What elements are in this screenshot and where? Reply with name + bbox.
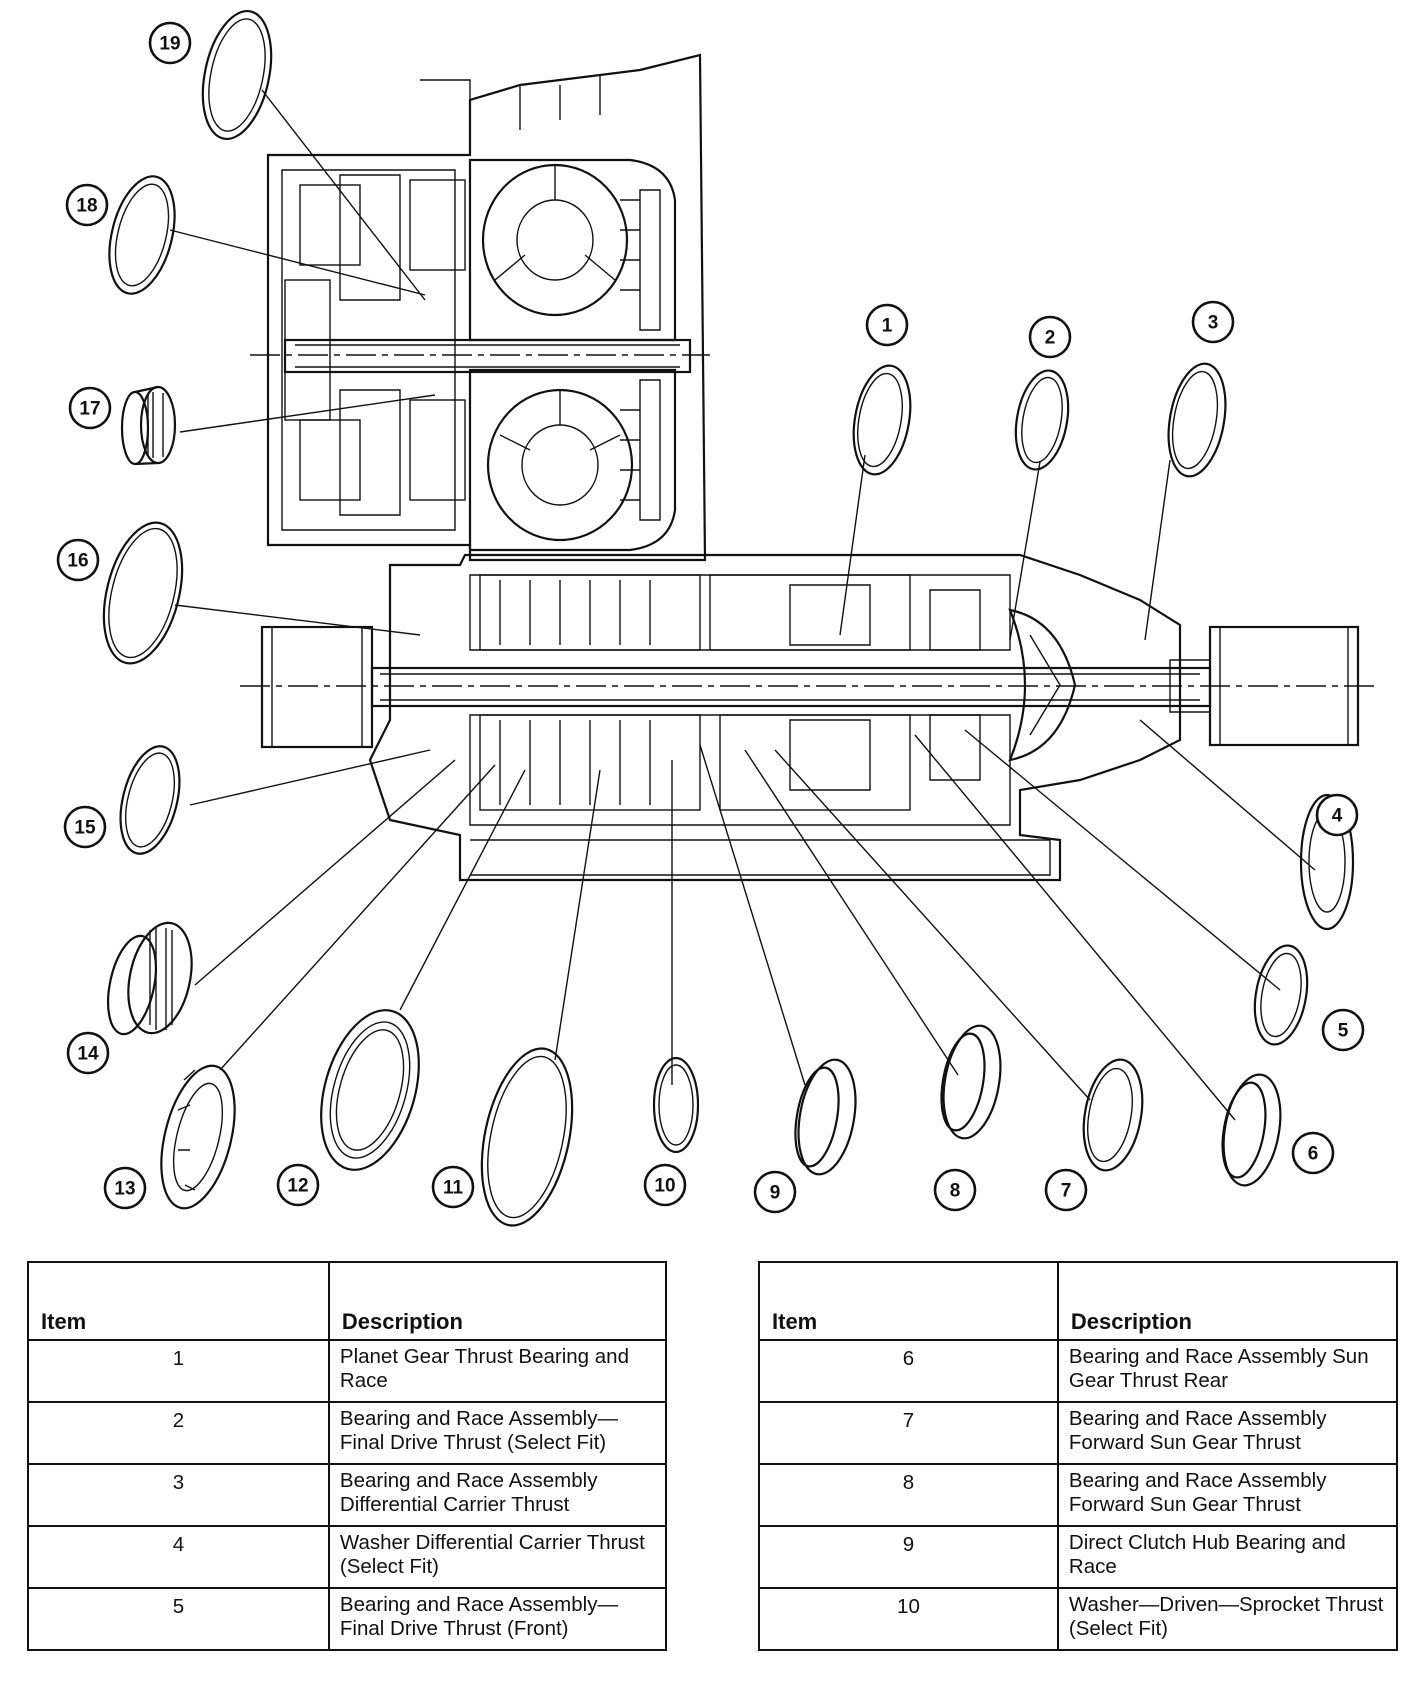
item-number: 9 <box>758 1525 1059 1589</box>
svg-text:5: 5 <box>1338 1021 1349 1042</box>
item-number: 6 <box>758 1339 1059 1403</box>
svg-text:7: 7 <box>1061 1181 1072 1202</box>
table-row: 10 Washer—Driven—Sprocket Thrust (Select… <box>758 1587 1399 1651</box>
svg-text:16: 16 <box>67 551 88 572</box>
input-shaft <box>250 338 710 374</box>
table-row: 6 Bearing and Race Assembly Sun Gear Thr… <box>758 1339 1399 1403</box>
svg-text:11: 11 <box>443 1178 464 1199</box>
table-row: 1 Planet Gear Thrust Bearing and Race <box>27 1339 668 1403</box>
item-number: 5 <box>27 1587 330 1651</box>
svg-text:1: 1 <box>882 316 893 337</box>
item-number: 2 <box>27 1401 330 1465</box>
header-item: Item <box>758 1261 1059 1341</box>
header-description: Description <box>327 1261 668 1341</box>
table-header-row: Item Description <box>758 1261 1399 1341</box>
item-number: 7 <box>758 1401 1059 1465</box>
lower-housing <box>368 553 1182 882</box>
output-shafts <box>240 625 1375 749</box>
torque-converter <box>468 158 677 552</box>
svg-text:18: 18 <box>76 196 97 217</box>
svg-text:19: 19 <box>159 34 180 55</box>
svg-text:3: 3 <box>1208 313 1219 334</box>
svg-text:9: 9 <box>770 1183 781 1204</box>
item-description: Bearing and Race Assembly Differential C… <box>327 1463 668 1527</box>
item-description: Direct Clutch Hub Bearing and Race <box>1056 1525 1399 1589</box>
svg-text:15: 15 <box>74 818 96 839</box>
table-row: 2 Bearing and Race Assembly—Final Drive … <box>27 1401 668 1465</box>
item-description: Washer—Driven—Sprocket Thrust (Select Fi… <box>1056 1587 1399 1651</box>
transaxle-cross-section-diagram: 1 2 3 4 5 6 7 8 9 10 11 12 13 14 15 16 1… <box>56 9 1375 1227</box>
callout-4: 4 <box>1315 793 1359 837</box>
header-item: Item <box>27 1261 330 1341</box>
exploded-parts <box>102 9 1355 1227</box>
callout-10: 10 <box>643 1163 687 1207</box>
svg-text:13: 13 <box>114 1179 135 1200</box>
header-description: Description <box>1056 1261 1399 1341</box>
callout-6: 6 <box>1291 1131 1335 1175</box>
table-row: 8 Bearing and Race Assembly Forward Sun … <box>758 1463 1399 1527</box>
callout-16: 16 <box>56 538 100 582</box>
svg-text:14: 14 <box>77 1044 99 1065</box>
parts-table-left: Item Description 1 Planet Gear Thrust Be… <box>27 1261 668 1651</box>
svg-text:10: 10 <box>654 1176 675 1197</box>
svg-text:12: 12 <box>287 1176 308 1197</box>
leader-lines <box>169 89 1316 1121</box>
callout-1: 1 <box>865 303 909 347</box>
item-description: Bearing and Race Assembly—Final Drive Th… <box>327 1401 668 1465</box>
callout-7: 7 <box>1044 1168 1088 1212</box>
callout-19: 19 <box>148 21 192 65</box>
callout-11: 11 <box>431 1165 475 1209</box>
item-description: Bearing and Race Assembly—Final Drive Th… <box>327 1587 668 1651</box>
callout-2: 2 <box>1028 315 1072 359</box>
svg-text:17: 17 <box>79 399 100 420</box>
svg-text:2: 2 <box>1045 328 1056 349</box>
item-number: 1 <box>27 1339 330 1403</box>
table-row: 3 Bearing and Race Assembly Differential… <box>27 1463 668 1527</box>
item-number: 8 <box>758 1463 1059 1527</box>
callout-5: 5 <box>1321 1008 1365 1052</box>
item-description: Planet Gear Thrust Bearing and Race <box>327 1339 668 1403</box>
callout-13: 13 <box>103 1166 147 1210</box>
item-number: 3 <box>27 1463 330 1527</box>
item-description: Bearing and Race Assembly Forward Sun Ge… <box>1056 1401 1399 1465</box>
table-row: 7 Bearing and Race Assembly Forward Sun … <box>758 1401 1399 1465</box>
callout-8: 8 <box>933 1168 977 1212</box>
callout-14: 14 <box>66 1031 110 1075</box>
callout-18: 18 <box>65 183 109 227</box>
table-header-row: Item Description <box>27 1261 668 1341</box>
item-description: Washer Differential Carrier Thrust (Sele… <box>327 1525 668 1589</box>
svg-text:4: 4 <box>1332 806 1343 827</box>
callout-12: 12 <box>276 1163 320 1207</box>
item-number: 10 <box>758 1587 1059 1651</box>
svg-text:8: 8 <box>950 1181 961 1202</box>
upper-housing <box>266 53 707 562</box>
table-row: 9 Direct Clutch Hub Bearing and Race <box>758 1525 1399 1589</box>
parts-table-right: Item Description 6 Bearing and Race Asse… <box>758 1261 1399 1651</box>
item-number: 4 <box>27 1525 330 1589</box>
callout-15: 15 <box>63 805 107 849</box>
callout-17: 17 <box>68 386 112 430</box>
item-description: Bearing and Race Assembly Sun Gear Thrus… <box>1056 1339 1399 1403</box>
callouts: 1 2 3 4 5 6 7 8 9 10 11 12 13 14 15 16 1… <box>56 21 1365 1214</box>
callout-3: 3 <box>1191 300 1235 344</box>
callout-9: 9 <box>753 1170 797 1214</box>
table-row: 4 Washer Differential Carrier Thrust (Se… <box>27 1525 668 1589</box>
svg-text:6: 6 <box>1308 1144 1319 1165</box>
table-row: 5 Bearing and Race Assembly—Final Drive … <box>27 1587 668 1651</box>
item-description: Bearing and Race Assembly Forward Sun Ge… <box>1056 1463 1399 1527</box>
